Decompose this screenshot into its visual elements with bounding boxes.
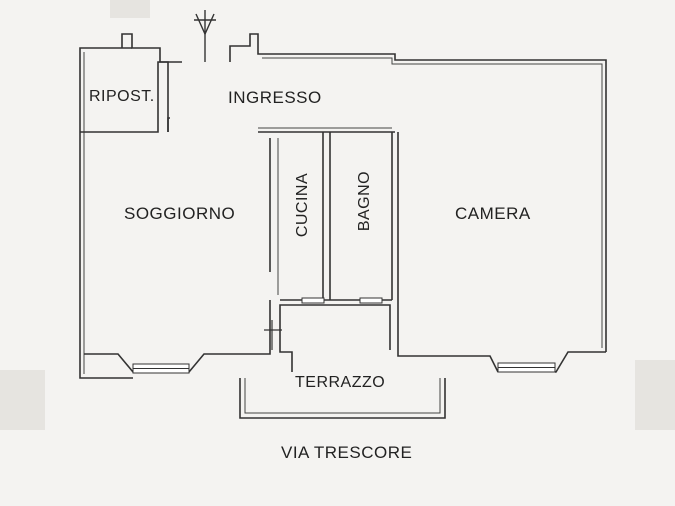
windows — [132, 297, 556, 374]
room-label-camera: CAMERA — [455, 204, 531, 223]
entrance-arrow-icon — [194, 10, 216, 62]
room-label-ingresso: INGRESSO — [228, 88, 322, 107]
street-label: VIA TRESCORE — [281, 443, 413, 462]
room-label-terrazzo: TERRAZZO — [295, 374, 386, 391]
door-symbol-icon — [264, 320, 282, 350]
outer-walls — [79, 33, 607, 419]
room-label-cucina: CUCINA — [294, 172, 311, 238]
room-label-bagno: BAGNO — [356, 170, 373, 232]
interior-walls — [80, 61, 395, 301]
background-texture — [0, 0, 675, 430]
room-label-soggiorno: SOGGIORNO — [124, 204, 236, 223]
room-label-ripostiglio: RIPOST. — [89, 88, 155, 105]
